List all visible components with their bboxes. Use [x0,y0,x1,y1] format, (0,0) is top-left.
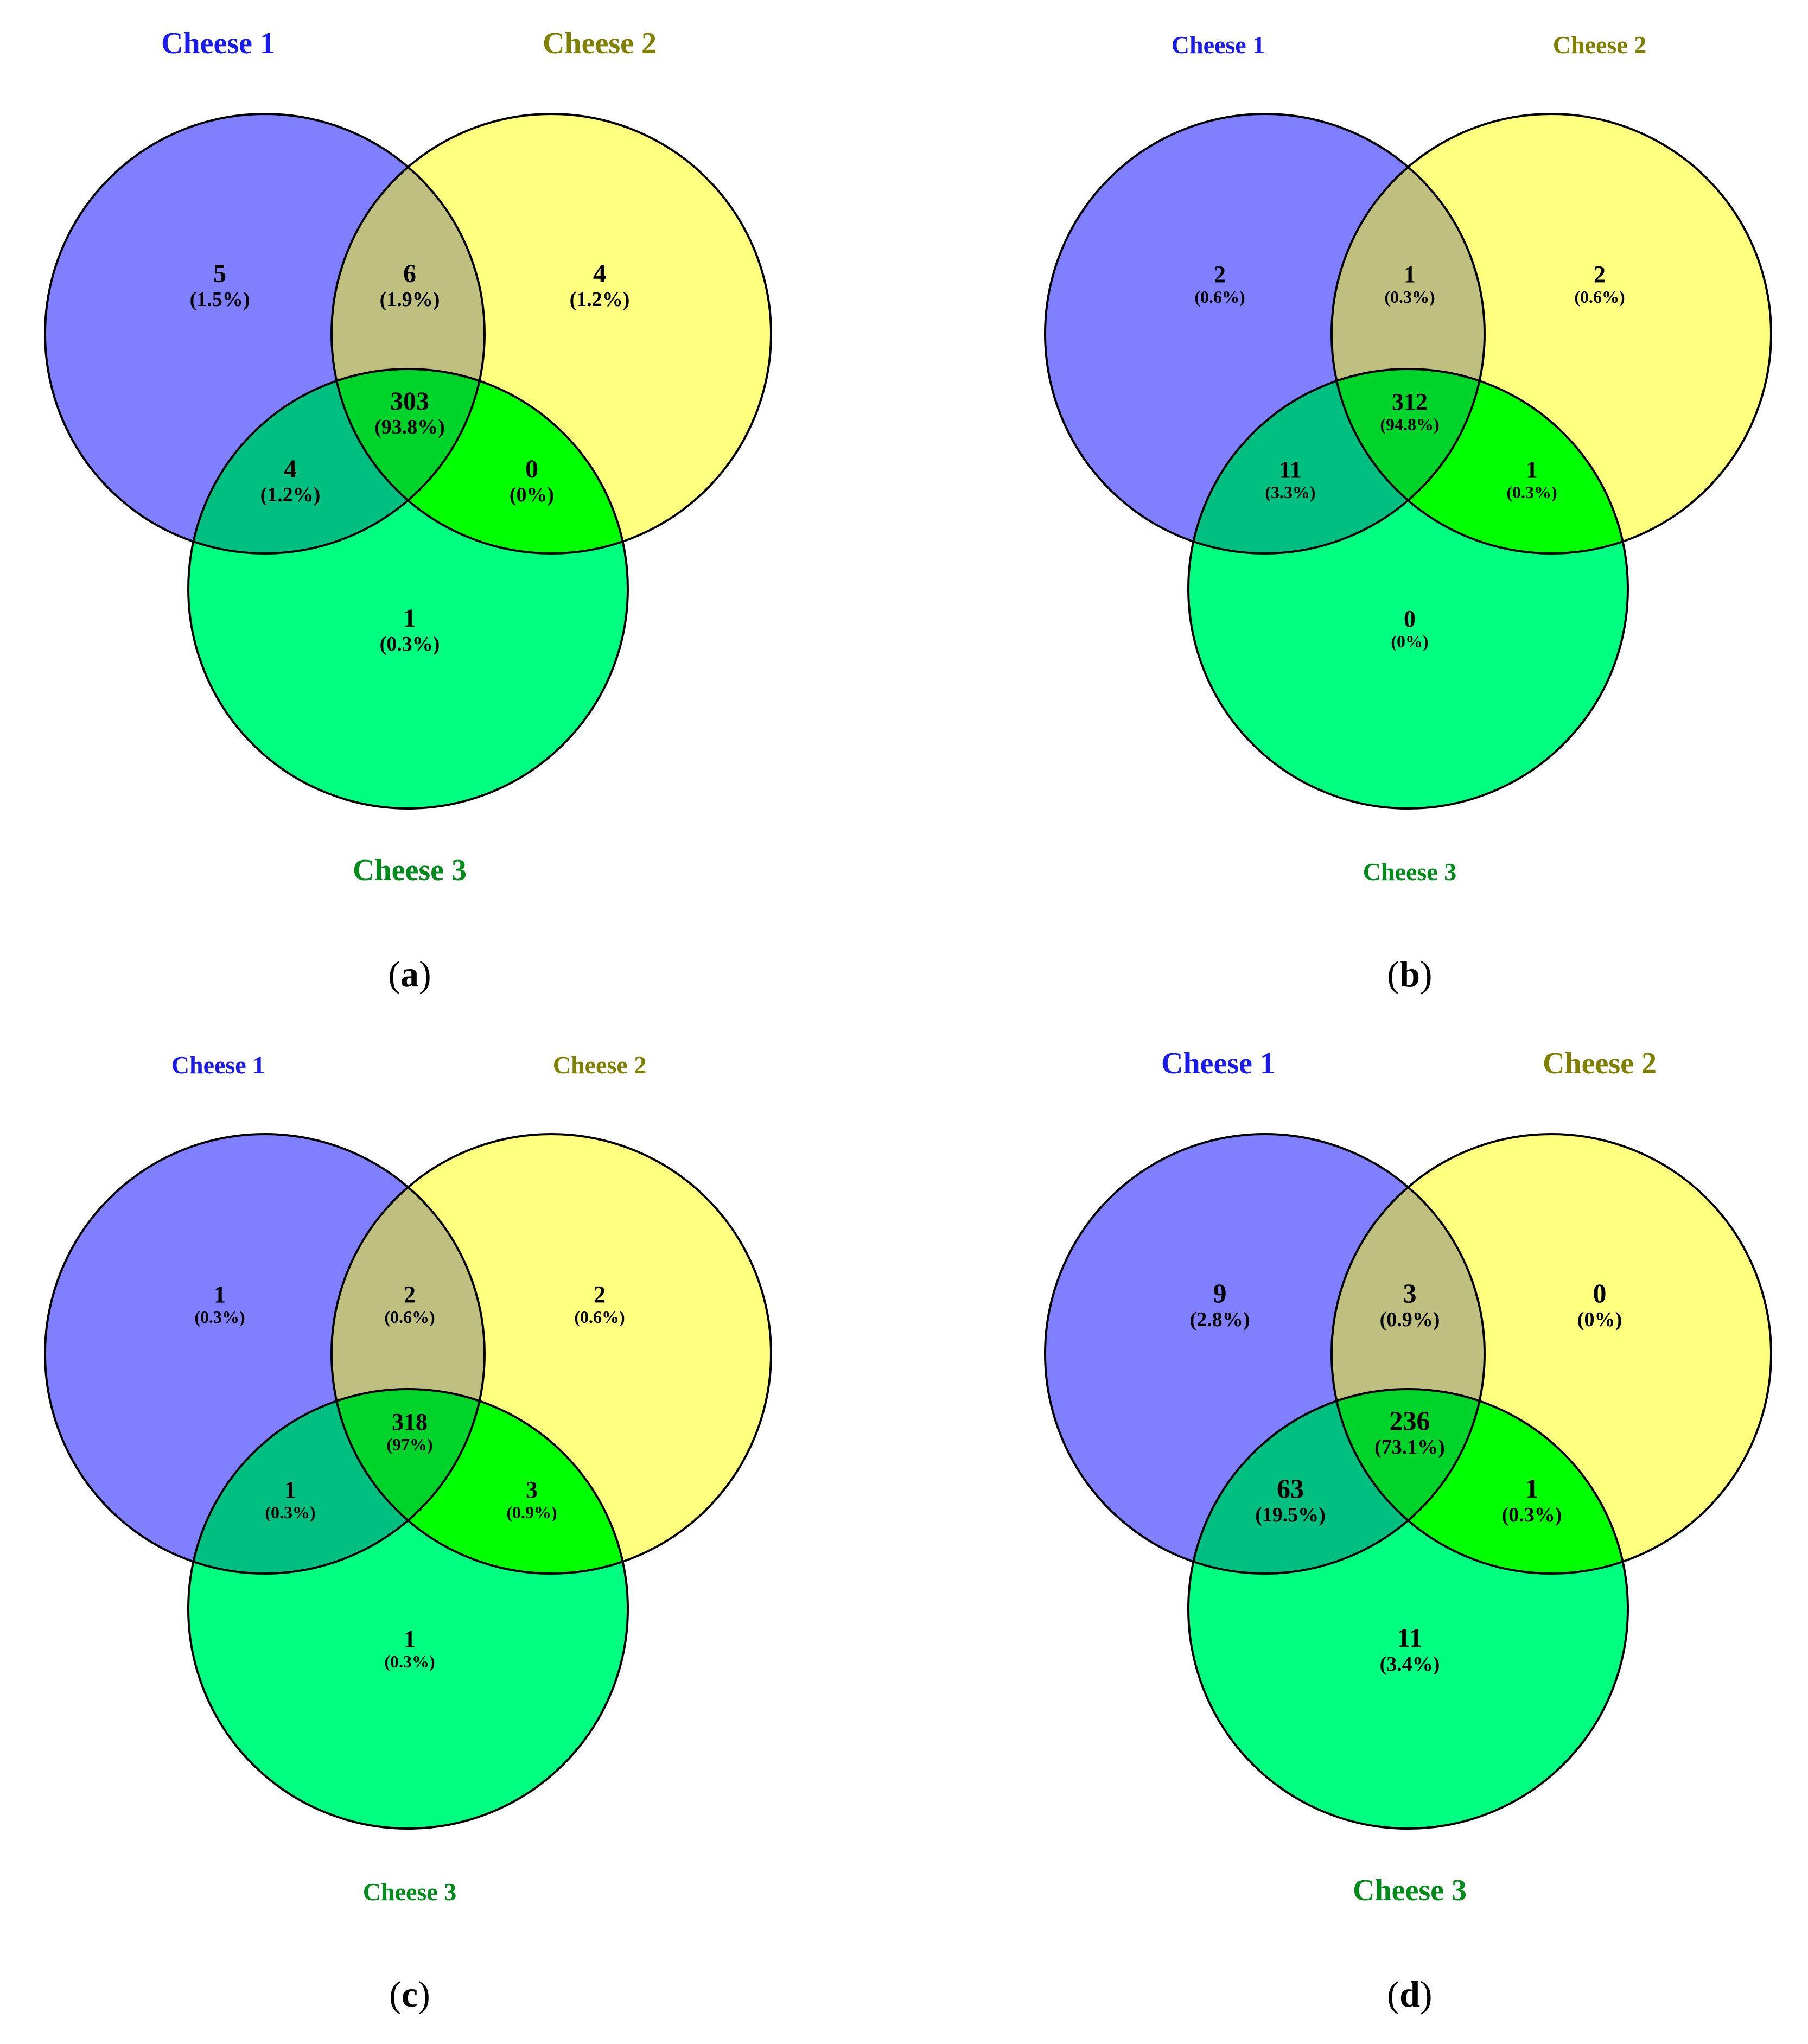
region-count-s23: 1 [1525,1473,1539,1504]
set-label-cheese-3: Cheese 3 [353,854,467,887]
region-cheese-2-3 [332,1389,628,1574]
circle-outline-cheese-1 [44,113,486,555]
circle-outline-cheese-2 [1330,113,1772,555]
panel-label-b: (b) [1387,953,1432,995]
region-count-s123: 312 [1392,389,1428,415]
region-percent-s13: (1.2%) [260,483,321,506]
region-count-s12: 1 [1404,261,1416,288]
venn-panel-a: 5(1.5%)6(1.9%)4(1.2%)303(93.8%)4(1.2%)0(… [44,27,772,995]
region-percent-s12: (0.6%) [384,1307,435,1327]
region-count-only_1: 5 [213,259,226,288]
venn-panel-d: 9(2.8%)3(0.9%)0(0%)236(73.1%)63(19.5%)1(… [1044,1047,1772,2015]
region-percent-s13: (3.3%) [1265,482,1315,502]
region-percent-s123: (94.8%) [1380,415,1439,434]
region-percent-only_1: (1.5%) [190,288,250,311]
set-label-cheese-1: Cheese 1 [171,1051,265,1079]
circle-outline-cheese-1 [1044,113,1486,555]
region-count-s13: 11 [1279,456,1302,483]
panel-label-c: (c) [389,1973,430,2015]
region-count-only_1: 2 [1214,261,1226,288]
region-percent-s23: (0.9%) [506,1502,557,1522]
region-percent-s12: (0.3%) [1384,287,1435,307]
region-percent-s23: (0%) [510,483,554,506]
region-percent-s12: (1.9%) [380,288,440,311]
circle-outline-cheese-1 [44,1133,486,1575]
circle-outline-cheese-2 [1330,1133,1772,1575]
region-percent-s123: (93.8%) [374,416,445,438]
set-label-cheese-2: Cheese 2 [1543,1047,1657,1080]
set-label-cheese-2: Cheese 2 [1553,31,1646,59]
region-percent-only_3: (3.4%) [1380,1653,1440,1676]
circle-outline-cheese-3 [187,368,629,810]
region-count-s23: 0 [525,455,538,483]
venn-panel-b: 2(0.6%)1(0.3%)2(0.6%)312(94.8%)11(3.3%)1… [1044,31,1772,995]
region-count-s12: 6 [403,259,416,288]
region-count-only_2: 0 [1593,1278,1607,1308]
region-count-s13: 4 [284,455,297,483]
region-count-s123: 303 [390,387,429,416]
circle-outline-cheese-3 [187,1388,629,1830]
venn-panel-c: 1(0.3%)2(0.6%)2(0.6%)318(97%)1(0.3%)3(0.… [44,1051,772,2015]
region-cheese-2-3 [1332,369,1628,553]
circle-outline-cheese-2 [330,113,772,555]
region-percent-s13: (19.5%) [1255,1504,1326,1526]
region-percent-only_3: (0.3%) [380,633,440,655]
region-count-s23: 1 [1526,456,1538,483]
set-label-cheese-1: Cheese 1 [1161,1047,1275,1080]
set-label-cheese-1: Cheese 1 [1172,31,1265,59]
set-label-cheese-1: Cheese 1 [161,27,275,60]
region-percent-s13: (0.3%) [265,1502,315,1522]
circle-outline-cheese-3 [1187,368,1629,810]
set-label-cheese-2: Cheese 2 [543,27,657,60]
region-percent-only_2: (0.6%) [1574,287,1625,307]
region-count-s123: 318 [392,1409,428,1435]
region-cheese-2-3 [332,369,628,553]
region-cheese-1-3 [188,1389,485,1574]
panel-label-d: (d) [1387,1973,1432,2015]
region-cheese-1-3 [1188,369,1485,553]
circle-outline-cheese-3 [1187,1388,1629,1830]
region-percent-s12: (0.9%) [1380,1308,1440,1331]
region-count-s13: 63 [1277,1473,1304,1504]
region-percent-s123: (97%) [386,1435,432,1454]
region-count-only_3: 1 [403,604,416,633]
region-percent-only_1: (0.3%) [194,1307,245,1327]
region-count-only_2: 4 [593,259,606,288]
region-percent-only_3: (0.3%) [384,1652,435,1671]
region-percent-s23: (0.3%) [1502,1504,1562,1526]
region-count-s123: 236 [1390,1405,1430,1436]
set-label-cheese-3: Cheese 3 [1363,858,1456,886]
region-percent-only_1: (2.8%) [1190,1308,1250,1331]
panel-label-a: (a) [388,953,431,995]
region-percent-only_2: (0%) [1577,1308,1622,1331]
region-count-only_1: 1 [214,1281,226,1308]
region-count-s12: 3 [1403,1278,1417,1308]
circle-outline-cheese-2 [330,1133,772,1575]
region-percent-s123: (73.1%) [1374,1436,1445,1459]
region-count-only_3: 0 [1404,606,1416,632]
region-cheese-1-3 [1188,1389,1485,1574]
set-label-cheese-2: Cheese 2 [553,1051,646,1079]
region-percent-only_2: (0.6%) [574,1307,625,1327]
region-percent-only_2: (1.2%) [570,288,630,311]
region-count-only_2: 2 [594,1281,606,1308]
circle-outline-cheese-1 [1044,1133,1486,1575]
region-percent-s23: (0.3%) [1506,482,1557,502]
region-count-s23: 3 [526,1476,538,1503]
region-count-s13: 1 [284,1476,296,1503]
region-percent-only_3: (0%) [1391,632,1428,651]
region-cheese-2-3 [1332,1389,1628,1574]
region-count-only_2: 2 [1594,261,1606,288]
region-count-only_3: 1 [404,1626,416,1652]
region-count-only_3: 11 [1397,1622,1422,1653]
region-count-s12: 2 [404,1281,416,1308]
region-cheese-1-3 [188,369,485,553]
set-label-cheese-3: Cheese 3 [363,1878,456,1906]
region-count-only_1: 9 [1213,1278,1227,1308]
set-label-cheese-3: Cheese 3 [1353,1874,1467,1907]
region-percent-only_1: (0.6%) [1194,287,1245,307]
